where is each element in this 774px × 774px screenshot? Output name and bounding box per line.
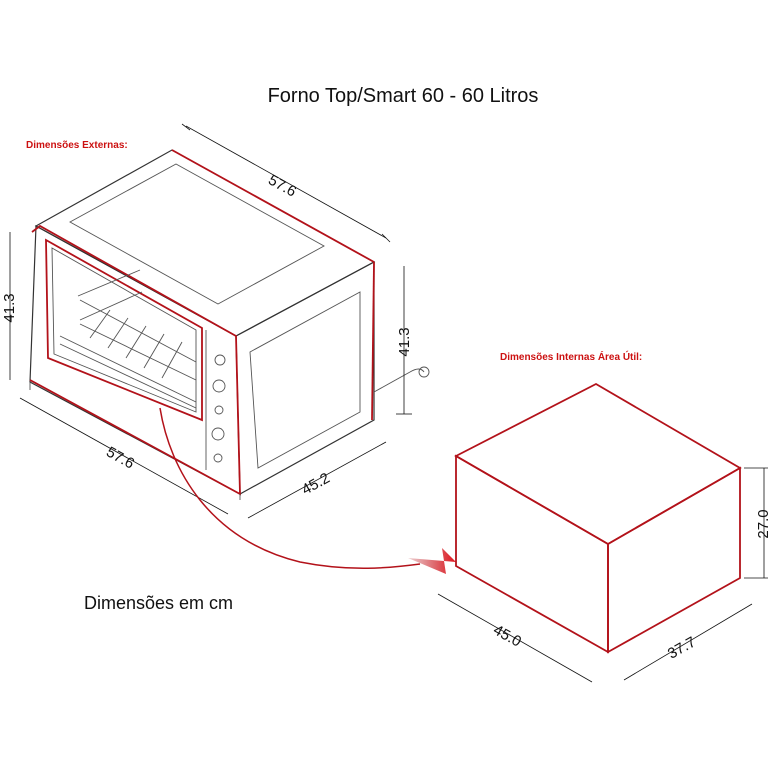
external-height-right-label: 41.3	[396, 327, 413, 356]
internal-box	[454, 382, 742, 654]
internal-width-label: 45.0	[490, 622, 524, 651]
external-dimensions-label: Dimensões Externas:	[26, 140, 128, 151]
diagram-title: Forno Top/Smart 60 - 60 Litros	[268, 85, 539, 107]
external-dimension-lines	[9, 123, 412, 519]
external-depth-top-label: 57.6	[265, 172, 299, 201]
units-note: Dimensões em cm	[84, 593, 233, 613]
internal-dimension-lines	[437, 467, 768, 683]
external-width-front-label: 57.6	[103, 444, 137, 473]
internal-dimensions-label: Dimensões Internas Área Útil:	[500, 350, 642, 363]
internal-depth-label: 37.7	[665, 634, 699, 663]
oven-rack	[59, 269, 197, 409]
control-knobs	[211, 354, 226, 463]
red-pointer-arrow	[159, 407, 456, 574]
oven-drawing	[29, 149, 430, 500]
external-height-left-label: 41.3	[1, 293, 18, 322]
internal-height-label: 27.0	[755, 509, 772, 538]
